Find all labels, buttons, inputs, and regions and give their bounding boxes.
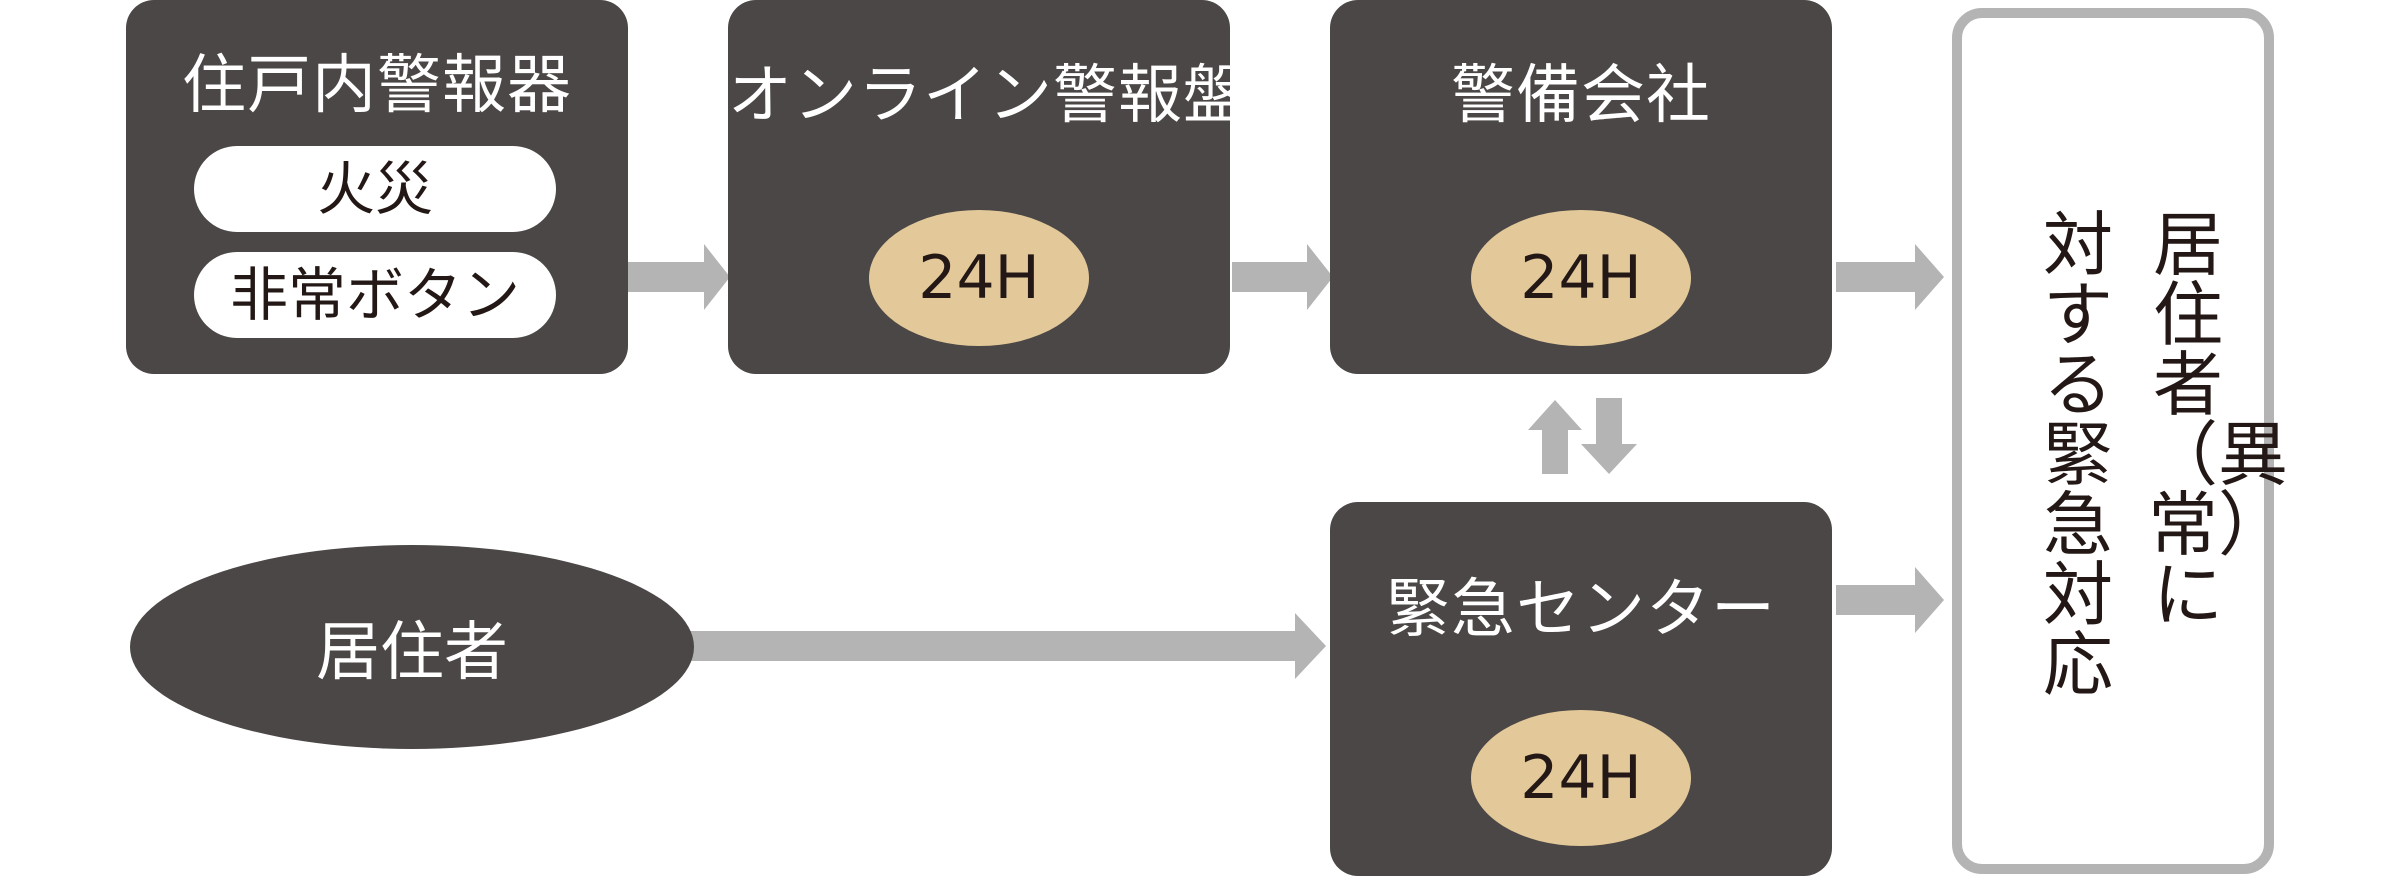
result-text-line2: 対する緊急対応 [2043, 204, 2113, 706]
emergency-center-title: 緊急センター [1386, 573, 1776, 647]
online-24h-badge: 24H [869, 210, 1089, 346]
arrow-up-to-security [1528, 400, 1582, 474]
emergency-response-box [1952, 8, 2274, 874]
security-company-box: 警備会社 24H [1330, 0, 1832, 374]
security-24h-badge: 24H [1471, 210, 1691, 346]
emergency-24h-badge: 24H [1471, 710, 1691, 846]
fire-pill: 火災 [194, 146, 556, 232]
arrow-down-to-emergency [1581, 398, 1637, 474]
arrow-resident-to-emergency [690, 613, 1326, 679]
online-alarm-panel-title: オンライン警報盤 [728, 59, 1248, 133]
resident-ellipse: 居住者 [130, 545, 694, 749]
arrow-security-to-result [1836, 244, 1944, 310]
security-company-title: 警備会社 [1451, 59, 1711, 133]
online-alarm-panel-box: オンライン警報盤 24H [728, 0, 1248, 374]
arrow-alarm-to-online [628, 244, 730, 310]
result-text-line1: 居住者（異常）に [2148, 204, 2288, 636]
arrow-online-to-security [1232, 244, 1333, 310]
emergency-center-box: 緊急センター 24H [1330, 502, 1832, 876]
emergency-button-pill: 非常ボタン [194, 252, 556, 338]
alarm-box-title: 住戸内警報器 [182, 49, 572, 123]
arrow-emergency-to-result [1836, 567, 1944, 633]
alarm-box: 住戸内警報器 火災 非常ボタン [126, 0, 628, 374]
